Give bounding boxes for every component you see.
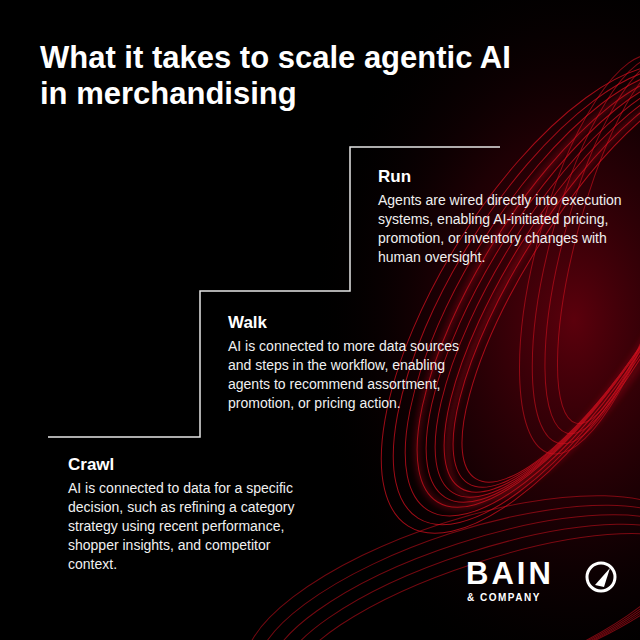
logo-symbol	[587, 563, 615, 591]
step-heading: Crawl	[68, 454, 318, 476]
step-description: AI is connected to more data sources and…	[228, 337, 478, 413]
staircase-line	[48, 147, 500, 437]
step-description: Agents are wired directly into execution…	[378, 191, 623, 267]
logo-wordmark: BAIN	[466, 558, 554, 590]
step-heading: Walk	[228, 312, 478, 334]
step-block: Crawl AI is connected to data for a speci…	[68, 454, 318, 574]
logo-subtitle: & COMPANY	[467, 592, 541, 604]
step-description: AI is connected to data for a specific d…	[68, 479, 318, 574]
step-heading: Run	[378, 166, 623, 188]
title: What it takes to scale agentic AI in mer…	[40, 40, 530, 112]
step-block: Walk AI is connected to more data sources…	[228, 312, 478, 413]
step-block: RunAgents are wired directly into execut…	[378, 166, 623, 267]
